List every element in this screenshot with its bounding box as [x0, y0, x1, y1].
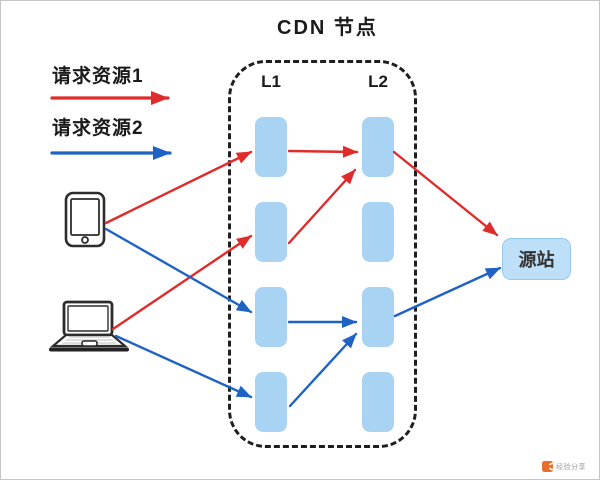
origin-site-box: 源站	[502, 238, 571, 280]
cdn-node-l1-2	[255, 202, 287, 262]
column-label-l1: L1	[261, 72, 281, 91]
cdn-node-l1-4	[255, 372, 287, 432]
laptop-icon	[49, 300, 129, 352]
legend-label-resource1: 请求资源1	[52, 66, 144, 87]
watermark: 经验分享	[542, 461, 586, 472]
cdn-node-l1-1	[255, 117, 287, 177]
cdn-node-l2-4	[362, 372, 394, 432]
cdn-node-l1-3	[255, 287, 287, 347]
legend-label-resource2: 请求资源2	[52, 118, 144, 139]
cdn-node-l2-2	[362, 202, 394, 262]
cdn-node-l2-1	[362, 117, 394, 177]
diagram-title: CDN 节点	[277, 17, 378, 39]
column-label-l2: L2	[368, 72, 388, 91]
cdn-node-l2-3	[362, 287, 394, 347]
watermark-logo-icon	[542, 461, 553, 472]
watermark-text: 经验分享	[556, 463, 586, 471]
smartphone-icon	[64, 191, 106, 248]
origin-site-label: 源站	[518, 250, 555, 270]
